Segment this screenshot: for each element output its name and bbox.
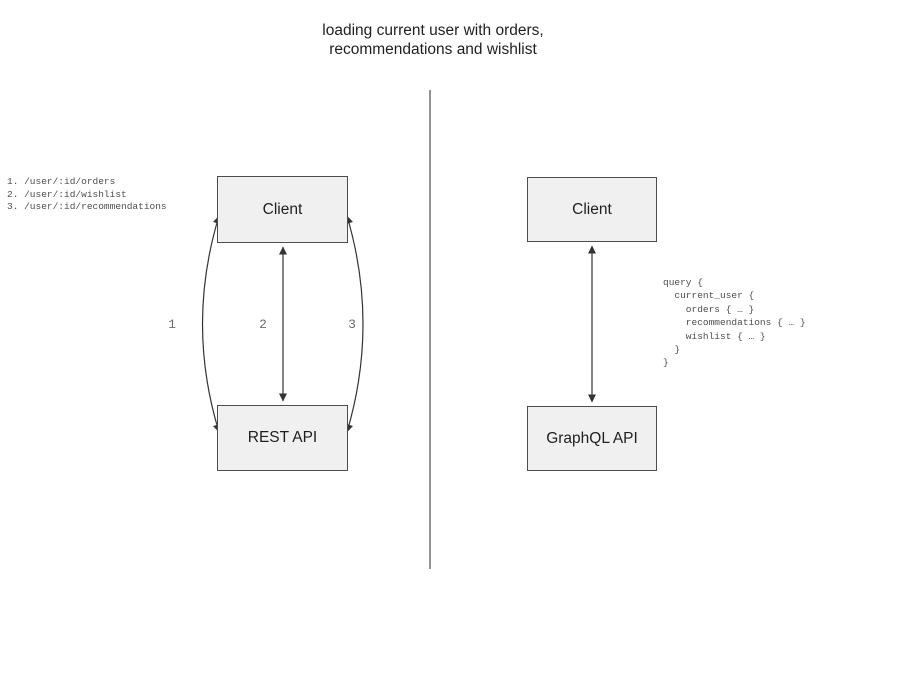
rest-client-node: Client: [217, 176, 348, 243]
graphql-client-node: Client: [527, 177, 657, 242]
rest-endpoint-list: 1. /user/:id/orders 2. /user/:id/wishlis…: [7, 176, 167, 213]
arrow-label-3: 3: [348, 317, 356, 332]
arrow-label-1: 1: [168, 317, 176, 332]
diagram-title: loading current user with orders, recomm…: [322, 22, 544, 58]
arrow-orders-request: [201, 215, 221, 433]
rest-api-node: REST API: [217, 405, 348, 471]
arrow-label-2: 2: [259, 317, 267, 332]
graphql-api-label: GraphQL API: [546, 429, 638, 447]
graphql-client-label: Client: [572, 200, 612, 218]
graphql-api-node: GraphQL API: [527, 406, 657, 471]
graphql-query-snippet: query { current_user { orders { … } reco…: [663, 277, 806, 369]
rest-client-label: Client: [262, 200, 303, 218]
rest-api-label: REST API: [247, 429, 318, 446]
